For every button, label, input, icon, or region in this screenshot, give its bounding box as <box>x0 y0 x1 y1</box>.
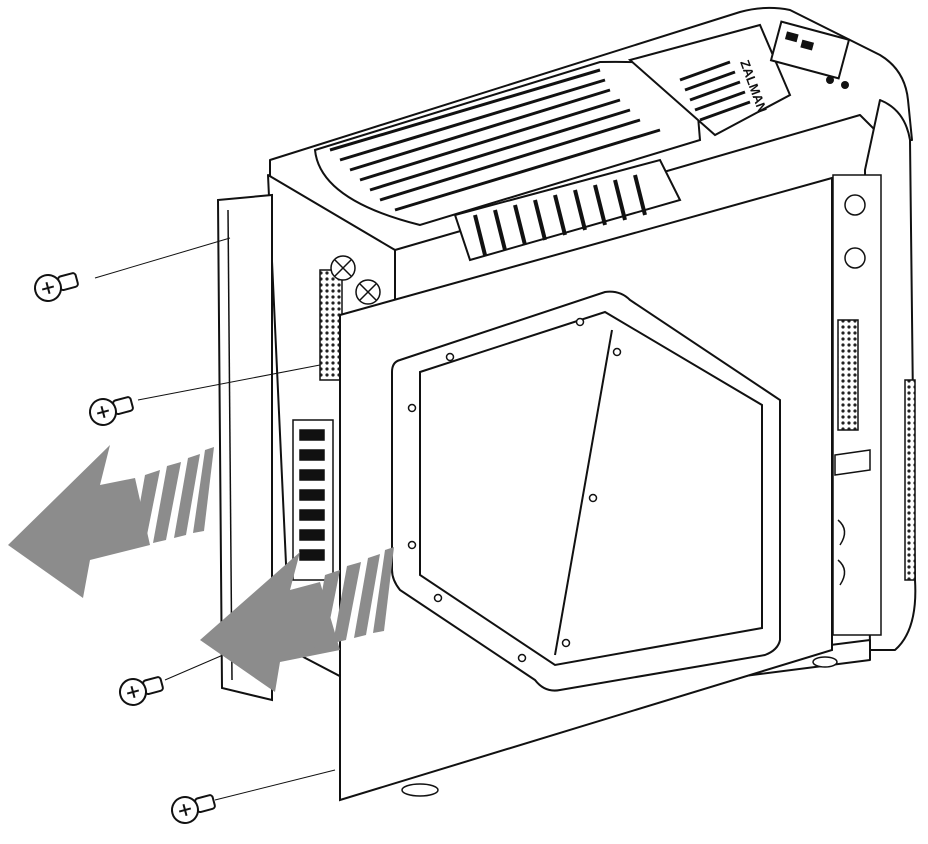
screw-leader-lines <box>94 237 336 801</box>
removal-direction-arrow <box>200 547 394 692</box>
thumbscrew-icon <box>89 396 134 426</box>
thumbscrew-icon <box>119 676 164 706</box>
top-vent-grille <box>313 60 702 262</box>
rear-io-area <box>292 255 381 581</box>
top-io-panel: ZALMAN <box>627 20 851 137</box>
thumbscrew-icon <box>34 272 79 302</box>
right-side-panel <box>339 176 833 802</box>
drive-bay-area <box>832 174 916 636</box>
thumbscrew-icon <box>171 794 216 824</box>
case-feet <box>401 656 838 797</box>
removal-direction-arrow <box>8 445 214 598</box>
left-side-panel <box>216 193 273 702</box>
